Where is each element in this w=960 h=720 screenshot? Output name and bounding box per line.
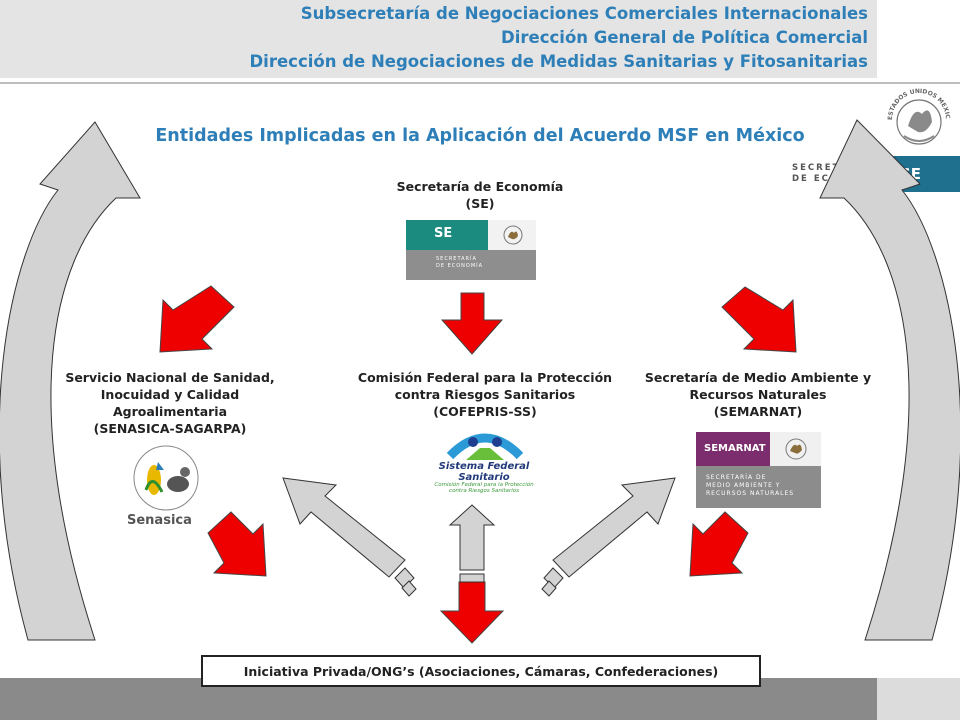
red-arrow-bottom-left [207, 511, 267, 577]
header-line-1: Subsecretaría de Negociaciones Comercial… [300, 4, 868, 23]
senasica-seal-icon [133, 445, 199, 511]
entity-cofepris: Comisión Federal para la Protección cont… [340, 369, 630, 420]
footer-right-block [877, 678, 960, 720]
se-logo-sub-2: DE ECONOMÍA [436, 263, 484, 269]
entity-senasica-line-3: Agroalimentaria [112, 404, 228, 419]
gray-arrow-up-left [282, 477, 417, 597]
gray-arrow-up-center [448, 504, 496, 583]
diagram-title: Entidades Implicadas en la Aplicación de… [155, 126, 805, 146]
semarnat-logo-sub: SECRETARÍA DE MEDIO AMBIENTE Y RECURSOS … [706, 474, 794, 498]
entity-senasica-line-2: Inocuidad y Calidad [100, 387, 240, 402]
left-curved-arrow [0, 121, 141, 641]
mexico-seal-icon: ESTADOS UNIDOS MEXICANOS [875, 71, 960, 158]
red-arrow-top-center [440, 292, 504, 355]
private-initiative-box: Iniciativa Privada/ONG’s (Asociaciones, … [201, 655, 761, 687]
mexico-seal-icon [503, 225, 523, 245]
semarnat-sub-3: RECURSOS NATURALES [706, 490, 795, 497]
se-logo-text: SE [434, 226, 453, 241]
entity-senasica-line-1: Servicio Nacional de Sanidad, [65, 370, 275, 385]
entity-cofepris-line-2: contra Riesgos Sanitarios [394, 387, 576, 402]
mexico-seal-icon [785, 438, 807, 460]
entity-semarnat-line-1: Secretaría de Medio Ambiente y [644, 370, 872, 385]
senasica-logo-word: Senasica [127, 513, 192, 528]
header-line-3: Dirección de Negociaciones de Medidas Sa… [249, 52, 868, 71]
semarnat-logo: SEMARNAT SECRETARÍA DE MEDIO AMBIENTE Y … [696, 432, 821, 508]
entity-senasica: Servicio Nacional de Sanidad, Inocuidad … [30, 369, 310, 437]
entity-semarnat-line-3: (SEMARNAT) [713, 404, 803, 419]
sfs-sub-2: contra Riesgos Sanitarios [449, 488, 519, 494]
sfs-logo-sub: Comisión Federal para la Protección cont… [419, 482, 549, 494]
semarnat-sub-2: MEDIO AMBIENTE Y [706, 482, 781, 489]
entity-cofepris-line-3: (COFEPRIS-SS) [433, 404, 537, 419]
red-arrow-bottom-center [439, 581, 505, 644]
entity-senasica-line-4: (SENASICA-SAGARPA) [93, 421, 247, 436]
header-divider [0, 82, 960, 84]
semarnat-sub-1: SECRETARÍA DE [706, 474, 767, 481]
sfs-logo-main: Sistema Federal Sanitario [419, 461, 549, 483]
red-arrow-bottom-right [689, 511, 749, 577]
sfs-main-1: Sistema Federal [438, 461, 530, 472]
sfs-main-2: Sanitario [458, 472, 510, 483]
entity-cofepris-line-1: Comisión Federal para la Protección [357, 370, 613, 385]
secretaria-line-1: SECRET [792, 163, 841, 173]
sistema-federal-sanitario-icon [446, 433, 524, 460]
entity-se-line-2: (SE) [465, 196, 495, 211]
gray-arrow-up-right [541, 477, 676, 597]
secretaria-watermark: SECRET DE ECONÓ [792, 163, 857, 185]
red-arrow-top-left [159, 285, 235, 353]
se-logo-sub: SECRETARÍA DE ECONOMÍA [436, 256, 483, 270]
se-logo-sub-1: SECRETARÍA [436, 256, 477, 262]
red-arrow-top-right [721, 286, 797, 353]
sfs-sub-1: Comisión Federal para la Protección [434, 482, 534, 488]
header-band [0, 0, 877, 78]
entity-se-line-1: Secretaría de Economía [396, 179, 564, 194]
right-curved-arrow [819, 119, 960, 641]
entity-se: Secretaría de Economía (SE) [360, 178, 600, 212]
se-logo: SE SECRETARÍA DE ECONOMÍA [406, 220, 536, 280]
entity-semarnat: Secretaría de Medio Ambiente y Recursos … [628, 369, 888, 420]
header-line-2: Dirección General de Política Comercial [501, 28, 868, 47]
entity-semarnat-line-2: Recursos Naturales [689, 387, 827, 402]
semarnat-logo-name: SEMARNAT [704, 443, 766, 454]
secretaria-line-2: DE ECONÓ [792, 174, 858, 184]
